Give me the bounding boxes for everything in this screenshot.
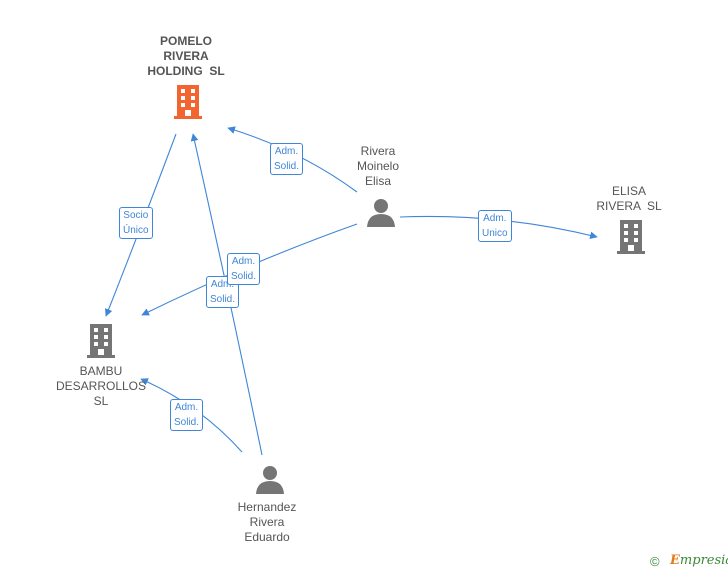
node-label-line: Rivera [360,144,396,158]
node-label-line: Moinelo [356,159,400,173]
node-label-line: RIVERA [163,49,209,63]
person-icon [367,199,395,227]
edge-label-line: Adm. [174,402,199,413]
edge-label-hernandez-bambu[interactable]: Adm. Solid. [170,399,204,431]
edge-label-line: Adm. [483,213,507,224]
edge-label-line: Solid. [274,161,300,172]
node-label-line: BAMBU [79,364,123,378]
edge-label-line: Único [123,225,149,236]
node-label-line: DESARROLLOS [55,379,147,393]
node-label-line: RIVERA SL [596,199,662,213]
edge-label-rivera-pomelo[interactable]: Adm. Solid. [270,143,304,175]
edge-label-rivera-elisa[interactable]: Adm. Unico [478,210,512,242]
node-label-line: ELISA [611,184,647,198]
building-icon [617,220,645,254]
node-label-line: Rivera [249,515,285,529]
edge-label-line: Socio [123,210,149,221]
edge-label-line: Solid. [231,271,257,282]
node-label-line: SL [93,394,109,408]
edge-label-line: Unico [482,228,508,239]
node-label-pomelo[interactable]: POMELO RIVERA HOLDING SL [126,34,246,79]
node-label-line: Elisa [364,174,391,188]
edge-label-line: Adm. [274,146,299,157]
building-icon [87,324,115,358]
node-label-hernandez-person[interactable]: Hernandez Rivera Eduardo [222,500,312,545]
edge-label-pomelo-bambu[interactable]: Socio Único [119,207,153,239]
building-icon [174,85,202,119]
node-label-line: HOLDING SL [147,64,225,78]
node-label-line: Hernandez [237,500,297,514]
edge-label-line: Adm. [231,256,256,267]
brand-first-letter: E [670,553,680,568]
node-label-elisa[interactable]: ELISA RIVERA SL [579,184,679,214]
brand-rest: mpresia [679,553,728,568]
copyright-symbol: © [650,554,660,569]
empresia-logo[interactable]: Empresia [670,553,728,568]
person-icon [256,466,284,494]
node-label-line: Eduardo [244,530,290,544]
edge-label-line: Adm. [210,279,235,290]
node-label-bambu[interactable]: BAMBU DESARROLLOS SL [46,364,156,409]
edge-label-rivera-bambu[interactable]: Adm. Solid. [227,253,261,285]
node-label-rivera-person[interactable]: Rivera Moinelo Elisa [338,144,418,189]
edge-label-line: Solid. [174,417,200,428]
edge-label-line: Solid. [210,294,236,305]
node-label-line: POMELO [159,34,212,48]
